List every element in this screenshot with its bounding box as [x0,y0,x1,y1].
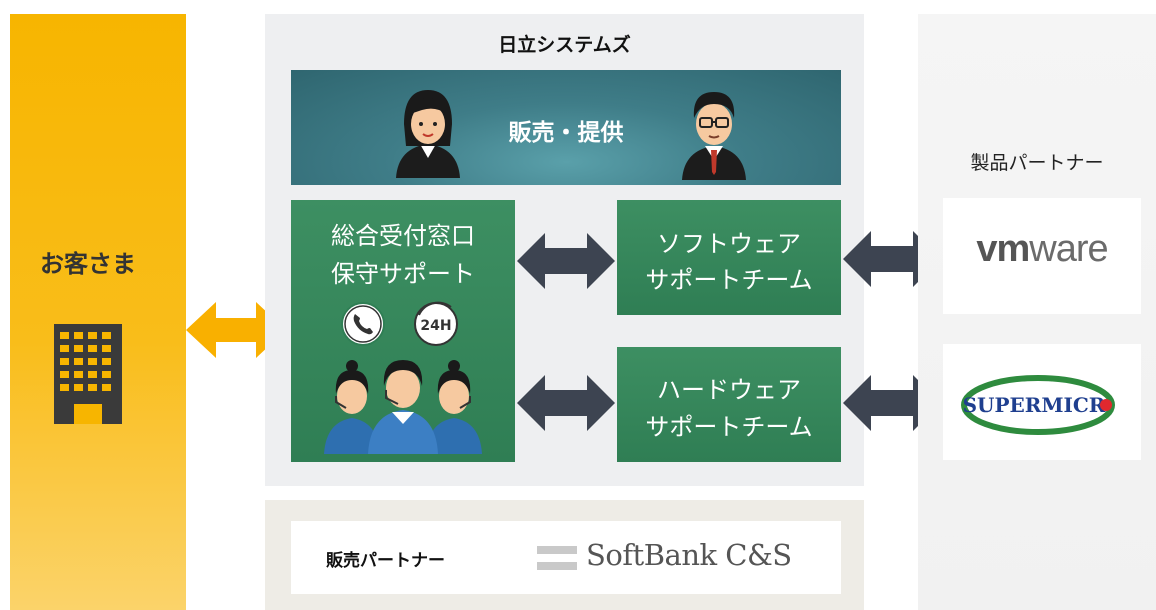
hitachi-title: 日立システムズ [498,34,631,56]
reception-title: 総合受付窓口 [331,222,475,250]
softbank-logo-text: SoftBank C&S [586,538,792,572]
sales-partner-label: 販売パートナー [326,551,445,571]
maintenance-support-title: 保守サポート [331,260,475,288]
supermicro-logo: SUPERMICR [960,370,1124,440]
operators-icon [322,356,484,454]
customer-label: お客さま [40,250,136,278]
24h-clock-icon: 24H [413,301,459,347]
vmware-logo: vmware [943,228,1141,271]
hardware-support-team-box [617,347,841,462]
24h-badge-text: 24H [420,318,451,334]
vmware-card [943,198,1141,314]
software-team-line1: ソフトウェア [657,230,801,258]
vmware-logo-suffix: ware [1029,228,1108,270]
hardware-supermicro-arrow [843,374,941,432]
software-support-team-box [617,200,841,315]
sales-provision-bar [291,70,841,185]
vmware-logo-prefix: vm [976,228,1030,270]
salesman-icon [678,84,750,180]
reception-hardware-arrow [517,374,615,432]
sales-provision-label: 販売・提供 [508,120,624,146]
product-partners-title: 製品パートナー [970,152,1104,174]
software-team-line2: サポートチーム [645,266,813,294]
hardware-team-line1: ハードウェア [657,376,801,404]
sales-partner-bar [291,521,841,594]
softbank-logo-mark [537,543,577,573]
hardware-team-line2: サポートチーム [645,413,813,441]
customer-column [10,14,186,610]
supermicro-logo-text: SUPERMICR [963,393,1106,417]
phone-icon [340,301,386,347]
customer-reception-arrow [186,300,286,360]
building-icon [54,324,122,424]
saleswoman-icon [392,86,464,178]
reception-software-arrow [517,232,615,290]
software-vmware-arrow [843,230,941,288]
